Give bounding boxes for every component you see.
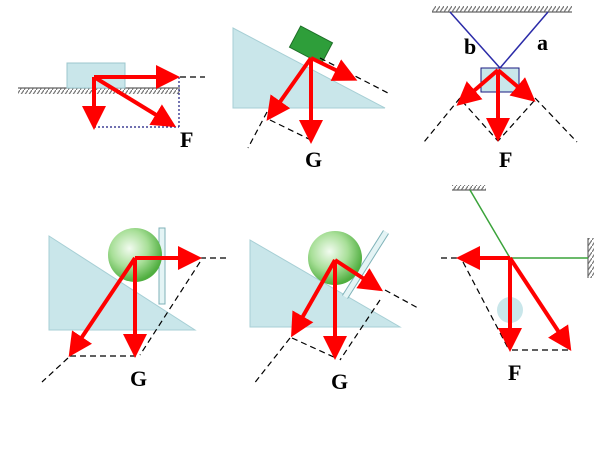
parallel-dashed-line <box>269 119 314 142</box>
label-f: F <box>180 127 193 152</box>
ground-surface <box>18 88 180 94</box>
extension-dashed-line <box>41 357 69 383</box>
panel-2-block-on-incline: G <box>232 25 389 172</box>
label-g: G <box>130 366 147 391</box>
bottom-dashed-line <box>291 337 337 359</box>
force-f-arrow <box>92 75 177 128</box>
diagonal-dashed-line <box>139 261 201 356</box>
label-f: F <box>499 147 512 172</box>
diagonal-dashed-line <box>247 111 268 149</box>
panel-5-ball-tilted-board: G <box>249 230 419 394</box>
green-block <box>288 25 334 65</box>
panel-4-ball-vertical-board: G <box>41 227 226 391</box>
rope-slanted <box>469 189 511 259</box>
ceiling-support <box>452 185 486 190</box>
vertical-board <box>158 227 166 305</box>
wall-support <box>588 238 594 278</box>
component-toward-board <box>333 258 384 292</box>
label-rope-a: a <box>537 30 548 55</box>
panel-3-hanging-two-ropes: b a F <box>423 6 578 172</box>
incline-wedge <box>249 239 402 328</box>
ceiling <box>432 6 572 12</box>
tilted-board-face <box>342 230 389 299</box>
parallelogram-dashed-left <box>461 100 499 142</box>
rope-b <box>449 11 501 69</box>
component-along-rope-b <box>456 68 500 106</box>
component-toward-incline <box>291 259 337 338</box>
extension-dashed-left <box>423 97 461 143</box>
ball <box>308 231 362 285</box>
extension-dashed-right <box>534 97 578 143</box>
panel-6-hanging-wall-ceiling: F <box>441 185 594 385</box>
component-along-incline <box>310 56 358 81</box>
incline-wedge <box>48 235 197 331</box>
board-normal-dashed-line <box>384 289 419 309</box>
label-g: G <box>331 369 348 394</box>
label-f: F <box>508 360 521 385</box>
ball <box>108 228 162 282</box>
label-g: G <box>305 147 322 172</box>
rope-a <box>499 11 549 69</box>
panel-1-block-on-surface: F <box>18 62 205 152</box>
label-rope-b: b <box>464 34 476 59</box>
component-perpendicular <box>266 56 313 121</box>
component-perpendicular <box>68 256 137 357</box>
component-along-rope <box>508 256 572 352</box>
parallelogram-dashed-right <box>497 100 535 142</box>
extension-dashed-line <box>252 337 291 386</box>
component-along-rope-a <box>496 68 536 102</box>
